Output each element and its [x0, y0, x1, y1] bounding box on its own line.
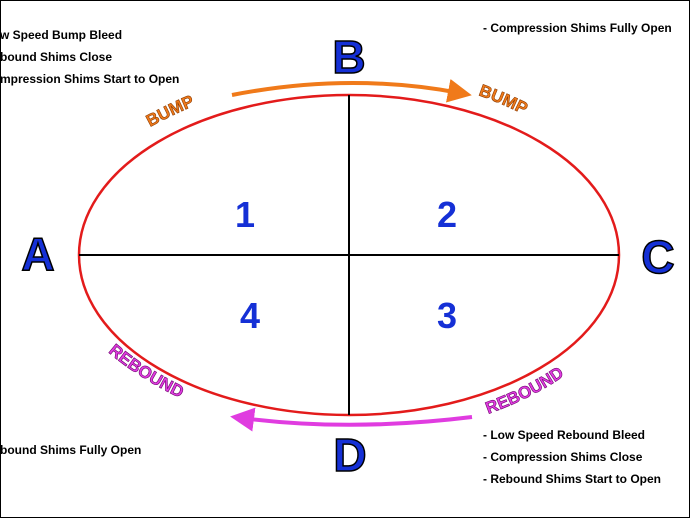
bump-label-right: BUMP — [477, 81, 531, 118]
point-d-label: D — [333, 429, 366, 481]
note-top-left: w Speed Bump Bleed bound Shims Close mpr… — [0, 24, 179, 90]
note-bottom-right: - Low Speed Rebound Bleed - Compression … — [483, 424, 661, 490]
bump-label-left: BUMP — [143, 92, 197, 131]
point-b-label: B — [332, 31, 365, 83]
note-line: bound Shims Fully Open — [0, 443, 142, 457]
note-line: - Compression Shims Close — [483, 450, 643, 464]
note-line: - Low Speed Rebound Bleed — [483, 428, 646, 442]
note-line: mpression Shims Start to Open — [0, 72, 180, 86]
note-bottom-left: bound Shims Fully Open — [0, 439, 141, 461]
quadrant-3-label: 3 — [437, 295, 457, 336]
note-line: w Speed Bump Bleed — [0, 28, 123, 42]
rebound-label-left: REBOUND — [105, 340, 186, 401]
note-top-right: - Compression Shims Fully Open — [483, 17, 672, 39]
note-line: bound Shims Close — [0, 50, 113, 64]
quadrant-1-label: 1 — [235, 194, 255, 235]
point-c-label: C — [641, 231, 674, 283]
bump-arrow — [231, 78, 472, 103]
quadrant-2-label: 2 — [437, 194, 457, 235]
point-a-label: A — [21, 228, 54, 280]
quadrant-4-label: 4 — [240, 295, 260, 336]
note-line: - Rebound Shims Start to Open — [483, 472, 662, 486]
note-line: - Compression Shims Fully Open — [483, 21, 672, 35]
rebound-arrow — [230, 407, 473, 432]
